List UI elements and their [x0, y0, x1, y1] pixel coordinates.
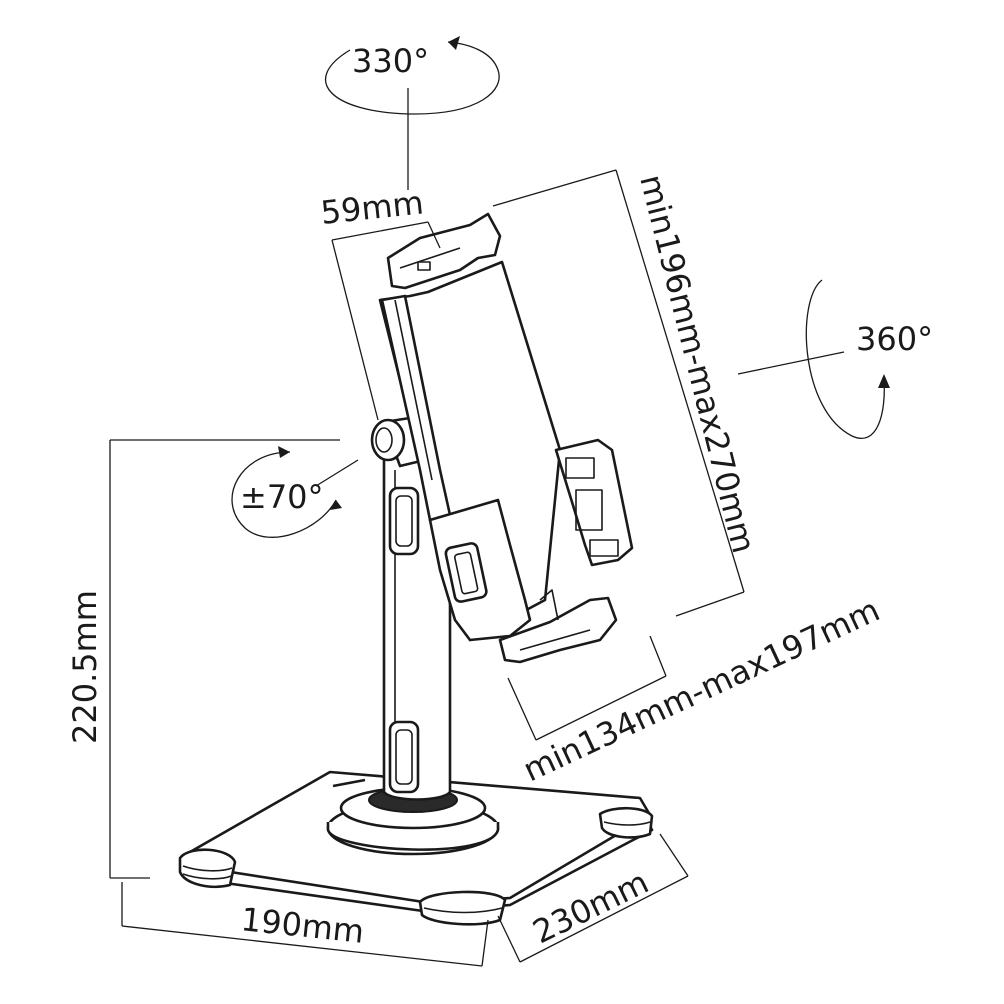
tablet-holder [378, 212, 634, 664]
label-rotation-right: 360° [856, 320, 933, 358]
label-rotation-top: 330° [352, 42, 429, 80]
label-tilt: ±70° [240, 478, 324, 516]
dimension-lines [109, 36, 890, 967]
base-foot-front [418, 890, 507, 926]
label-height: 220.5mm [66, 590, 104, 744]
cable-slot-upper [388, 486, 420, 556]
cable-slot-lower [388, 720, 420, 794]
label-base-width: 190mm [239, 900, 366, 951]
stand-base [178, 770, 654, 926]
label-clamp-height: min196mm-max270mm [632, 171, 763, 557]
clamp-top [386, 212, 502, 290]
label-width-neck: 59mm [319, 183, 425, 232]
base-foot-right [598, 806, 654, 839]
